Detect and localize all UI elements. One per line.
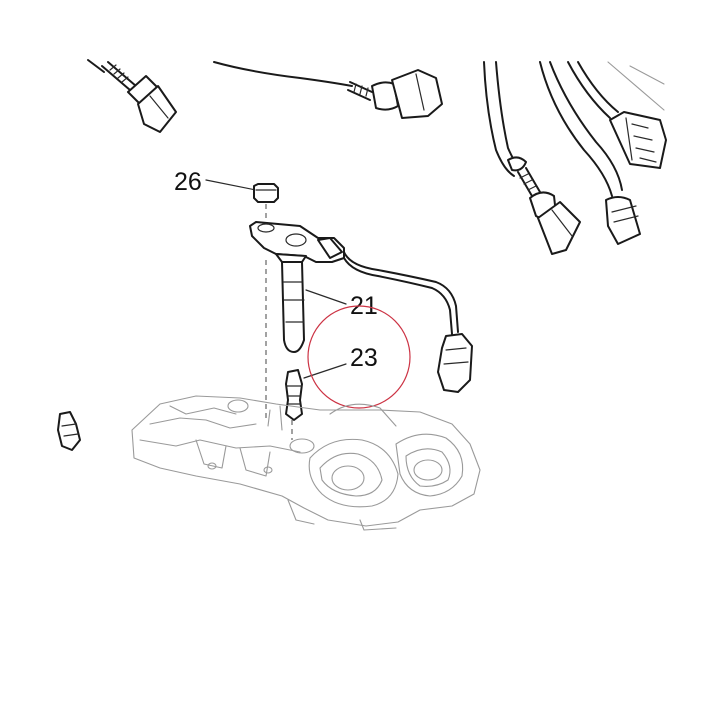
top-right-wiring bbox=[483, 61, 667, 255]
callout-26: 26 bbox=[174, 168, 257, 196]
ignition-coil bbox=[249, 221, 473, 393]
callout-23: 23 bbox=[303, 344, 378, 379]
top-middle-sensor-cable bbox=[213, 61, 443, 119]
highlight-circle bbox=[307, 305, 411, 409]
top-left-sensor bbox=[87, 59, 177, 133]
left-clip bbox=[57, 411, 81, 451]
cylinder-head-cover bbox=[131, 395, 481, 531]
callout-26-label: 26 bbox=[174, 168, 202, 196]
callout-21: 21 bbox=[305, 289, 378, 320]
callout-23-label: 23 bbox=[350, 344, 378, 372]
